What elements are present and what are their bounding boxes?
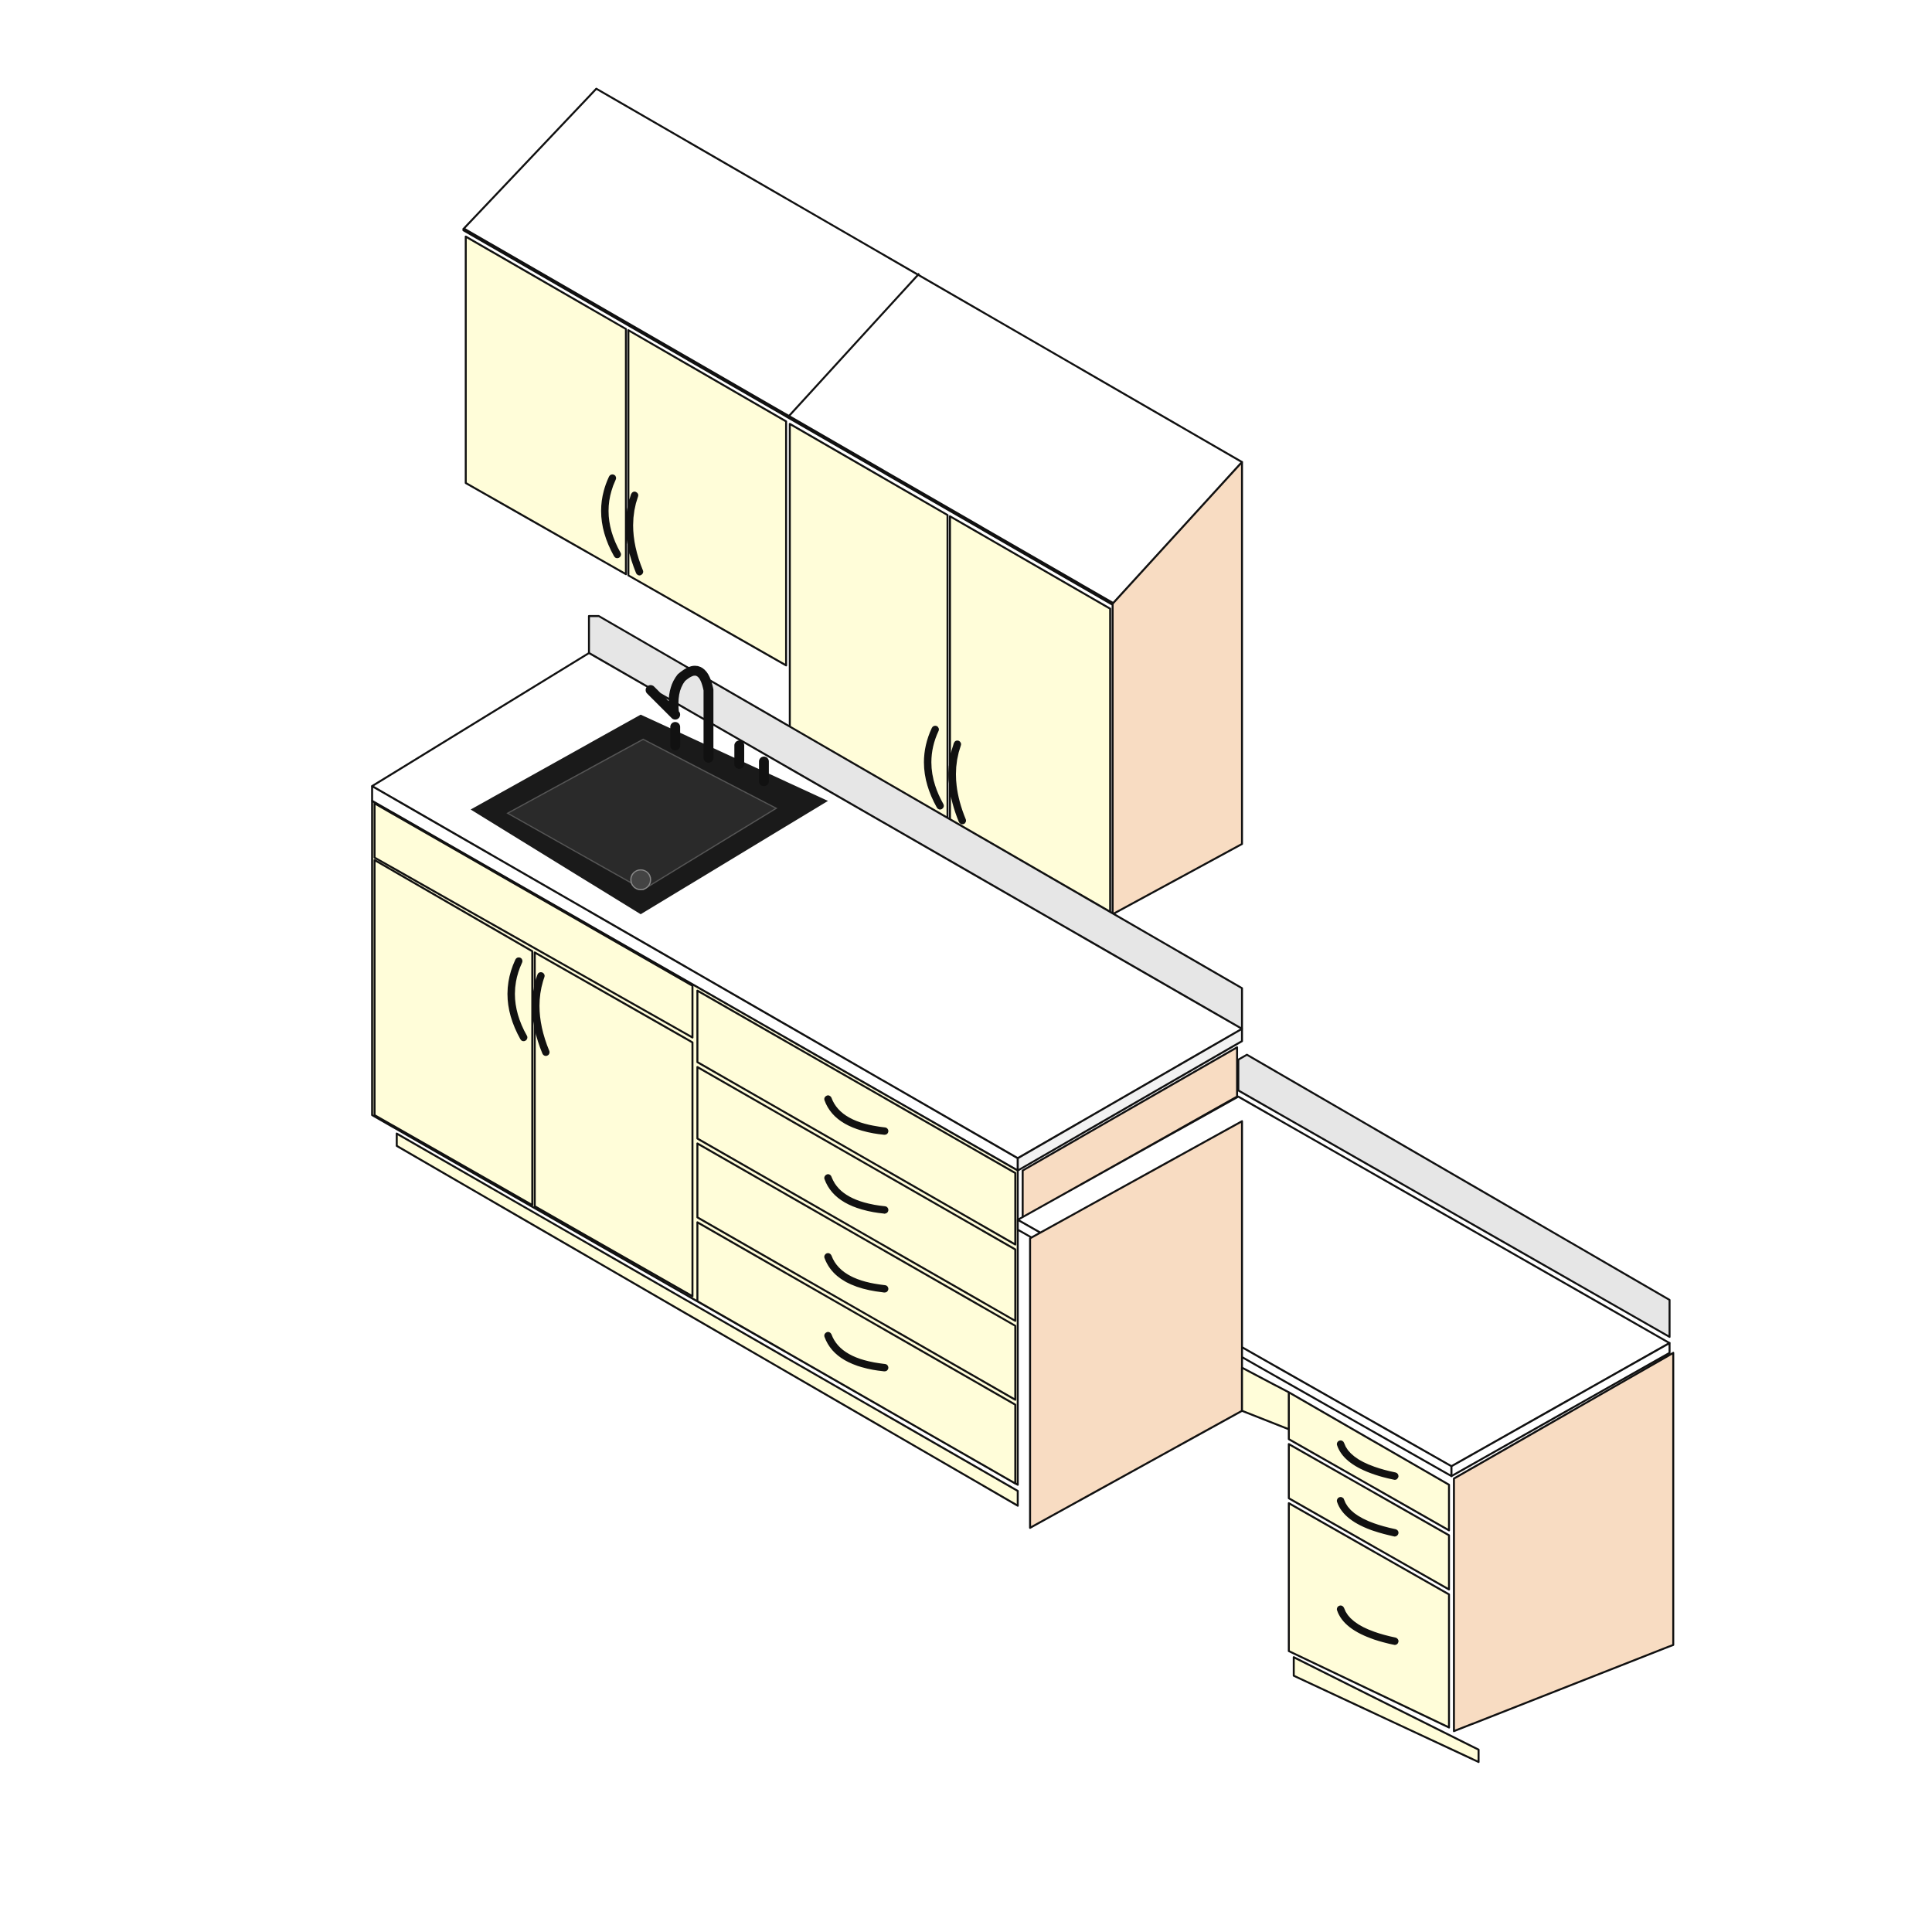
- toe-kick: [396, 1132, 1019, 1507]
- door-handle-icon: [600, 474, 644, 576]
- backsplash: [587, 614, 1243, 1030]
- countertop-end-edge: [1016, 1028, 1243, 1172]
- upper-cabinet-side-panel: [1111, 461, 1243, 916]
- drawer-4: [696, 1221, 1017, 1485]
- upper-left-cabinet-door-right: [627, 329, 787, 667]
- upper-cabinet-edge: [462, 227, 1114, 606]
- upper-cabinets: [462, 87, 1243, 916]
- upper-left-cabinet-door-left: [464, 235, 628, 576]
- drawer-3: [696, 1142, 1017, 1401]
- pedestal-drawer-3: [1287, 1502, 1451, 1729]
- drawer-1: [696, 989, 1017, 1246]
- door-handle-icon: [507, 957, 550, 1056]
- base-door-right: [533, 951, 694, 1298]
- drawer-2: [696, 1066, 1017, 1322]
- base-door-left: [373, 859, 534, 1206]
- faucet-icon: [645, 665, 769, 787]
- pedestal-drawer-2: [1287, 1443, 1451, 1591]
- drawer-stack: [696, 989, 1017, 1485]
- sink-drain: [630, 869, 651, 890]
- upper-cabinet-top-divider: [787, 273, 920, 417]
- desk: [1016, 1053, 1675, 1764]
- pedestal-drawer-1: [1287, 1391, 1451, 1532]
- sink-basin: [506, 738, 778, 891]
- desk-top-end-edge: [1450, 1342, 1671, 1478]
- base-drawer-top: [373, 802, 694, 1039]
- pedestal-side-panel: [1453, 1352, 1675, 1733]
- drawer-pull-icon: [824, 1095, 889, 1372]
- door-handle-icon: [923, 726, 966, 825]
- drawer-pull-icon: [1336, 1440, 1399, 1645]
- desk-backsplash: [1237, 1053, 1671, 1338]
- base-cabinet: [371, 614, 1243, 1507]
- pedestal-toe-kick: [1292, 1656, 1480, 1764]
